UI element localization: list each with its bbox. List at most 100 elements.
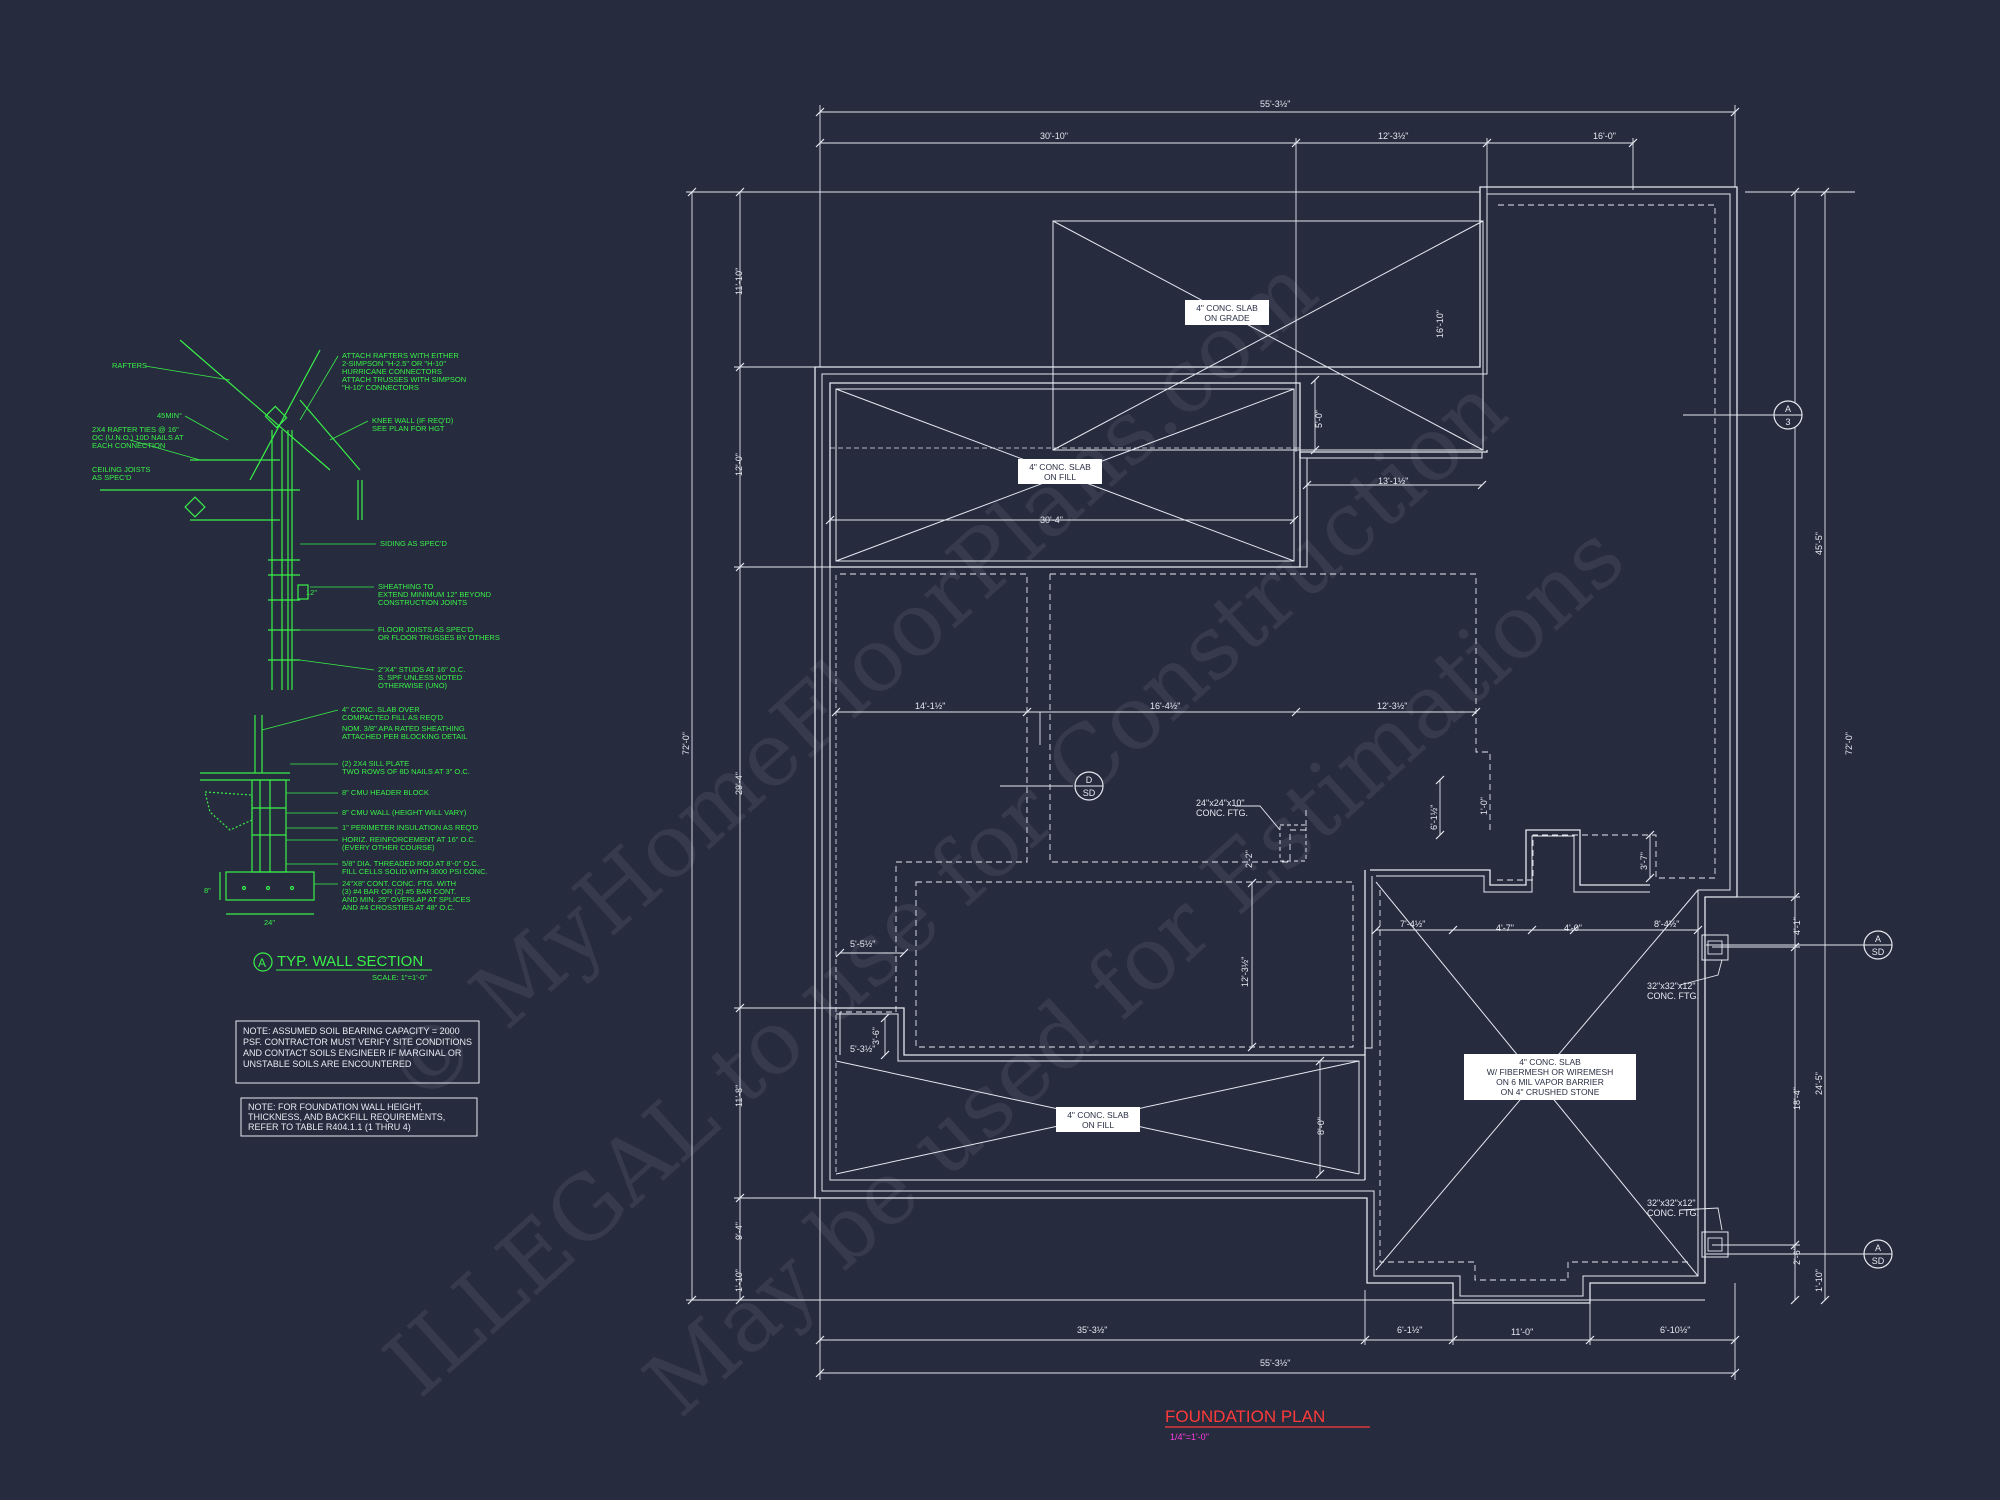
wall-section-notes-left: RAFTERS 45MIN° 2x4 RAFTER TIES @ 16" OC …	[92, 361, 184, 482]
dim-top-3: 16'-0"	[1593, 131, 1616, 141]
wall-section-leaders	[129, 355, 376, 885]
dimension-tick	[1477, 480, 1487, 490]
slab-label-on-fill-upper: 4" CONC. SLAB ON FILL	[1018, 459, 1102, 484]
dimension-ticks	[687, 107, 1830, 1378]
dimension-tick	[1315, 1056, 1325, 1066]
note-17: 4" CONC. SLAB OVER	[342, 705, 420, 714]
dim-top-1: 30'-10"	[1040, 131, 1068, 141]
drawing-title: FOUNDATION PLAN 1/4"=1'-0"	[1165, 1407, 1370, 1442]
dimension-tick	[880, 1050, 890, 1060]
dimension-tick	[1790, 1295, 1800, 1305]
slab-label-on-grade: 4" CONC. SLAB ON GRADE	[1185, 300, 1269, 325]
dimension-tick	[815, 1335, 825, 1345]
dim-int-0: 30'-4"	[1040, 515, 1063, 525]
section-marker-4-top: A	[1875, 1243, 1881, 1253]
note-29: FILL CELLS SOLID WITH 3000 PSI CONC.	[342, 867, 488, 876]
dim-top-2: 12'-3½"	[1378, 131, 1408, 141]
dim-bottom-overall: 55'-3½"	[1260, 1358, 1290, 1368]
dim-left-5: 9'-4"	[734, 1222, 744, 1240]
dimension-tick	[687, 1295, 697, 1305]
section-marker-2-bottom: SD	[1083, 788, 1096, 798]
section-marker-1: A 3	[1773, 400, 1803, 430]
wall-section-title: A TYP. WALL SECTION SCALE: 1"=1'-0"	[253, 952, 432, 982]
dimension-tick	[735, 187, 745, 197]
dim-int-18: 5'-3½"	[850, 1044, 875, 1054]
dimension-tick	[815, 138, 825, 148]
slab-label-4-line-2: w/ FIBERMESH OR WIREMESH	[1487, 1067, 1614, 1077]
section-marker-3-bottom: SD	[1872, 947, 1885, 957]
footing-2-line-1: 32"x32"x12"	[1647, 981, 1696, 991]
note-19: NOM. 3/8" APA RATED SHEATHING	[342, 724, 465, 733]
dim-left-2: 12'-0"	[734, 453, 744, 476]
dimension-tick	[899, 948, 909, 958]
footing-3-line-1: 32"x32"x12"	[1647, 1198, 1696, 1208]
note-rafter-ties-3: EACH CONNECTION	[92, 441, 165, 450]
dimension-tick	[735, 1193, 745, 1203]
note-3: HURRICANE CONNECTORS	[342, 367, 442, 376]
section-marker-2: D SD	[1074, 771, 1104, 801]
foundation-note: NOTE: FOR FOUNDATION WALL HEIGHT, THICKN…	[240, 1097, 478, 1137]
drawing-title-text: FOUNDATION PLAN	[1165, 1407, 1325, 1426]
soil-note-line-2: PSF. CONTRACTOR MUST VERIFY SITE CONDITI…	[243, 1037, 472, 1047]
dim-int-16: 8'-0"	[1316, 1117, 1326, 1135]
dimension-tick	[1435, 830, 1445, 840]
note-9: SHEATHING TO	[378, 582, 434, 591]
dimension-tick	[1291, 138, 1301, 148]
dim-int-10: 12'-3½"	[1240, 957, 1250, 987]
note-30: 24"x8" CONT. CONC. FTG. WITH	[342, 879, 456, 888]
note-14: 2"x4" STUDS AT 16" O.C.	[378, 665, 465, 674]
dim-int-12: 4'-7"	[1496, 923, 1514, 933]
wall-section-notes-right: ATTACH RAFTERS WITH EITHER 2-SIMPSON "H-…	[342, 351, 500, 912]
dimension-tick	[1730, 1335, 1740, 1345]
dimension-tick	[1645, 873, 1655, 883]
note-ceiling-joists-2: AS SPEC'D	[92, 473, 132, 482]
note-pitch: 45MIN°	[157, 411, 182, 420]
watermark-line-2: ILLEGAL to use for Construction	[365, 356, 1525, 1415]
foundation-inner-wall	[821, 193, 1731, 1297]
slab-label-4-line-1: 4" CONC. SLAB	[1519, 1057, 1581, 1067]
slab-label-garage: 4" CONC. SLAB w/ FIBERMESH OR WIREMESH O…	[1464, 1054, 1636, 1100]
dim-int-5: 16'-4½"	[1150, 701, 1180, 711]
dimension-tick	[831, 707, 841, 717]
drawing-scale-text: 1/4"=1'-0"	[1170, 1432, 1209, 1442]
note-20: ATTACHED PER BLOCKING DETAIL	[342, 732, 467, 741]
soil-note-line-3: AND CONTACT SOILS ENGINEER IF MARGINAL O…	[243, 1048, 462, 1058]
dim-int-19: 1'-0"	[1479, 797, 1489, 815]
note-33: AND #4 CROSSTIES AT 48" O.C.	[342, 903, 455, 912]
dim-footing-height: 8"	[204, 886, 211, 895]
dimension-tick	[1730, 107, 1740, 117]
dim-int-3: 5'-0"	[1314, 410, 1324, 428]
dim-top-overall: 55'-3½"	[1260, 99, 1290, 109]
dim-int-1: 13'-1½"	[1378, 476, 1408, 486]
dim-left-4: 11'-8"	[734, 1085, 744, 1107]
dimension-tick	[1315, 1169, 1325, 1179]
note-31: (3) #4 BAR OR (2) #5 BAR CONT.	[342, 887, 456, 896]
slab-label-2-line-2: ON FILL	[1044, 472, 1076, 482]
note-7: SEE PLAN FOR HGT	[372, 424, 445, 433]
dimension-tick	[735, 562, 745, 572]
dimension-tick	[1302, 480, 1312, 490]
note-8: SIDING AS SPEC'D	[380, 539, 447, 548]
dimension-tick	[825, 515, 835, 525]
section-marker-a	[253, 952, 273, 972]
slab-label-on-fill-lower: 4" CONC. SLAB ON FILL	[1056, 1107, 1140, 1132]
section-marker-3: A SD	[1863, 930, 1893, 960]
dimension-tick	[1693, 925, 1703, 935]
wall-section-scale: SCALE: 1"=1'-0"	[372, 973, 427, 982]
dimension-tick	[1448, 1335, 1458, 1345]
dim-right-5: 2'-6"	[1792, 1247, 1802, 1265]
slab-label-3-line-1: 4" CONC. SLAB	[1067, 1110, 1129, 1120]
dimension-tick	[1310, 445, 1320, 455]
dimension-tick	[1360, 1335, 1370, 1345]
slab-labels: 4" CONC. SLAB ON GRADE 4" CONC. SLAB ON …	[1018, 300, 1636, 1132]
note-23: 8" CMU HEADER BLOCK	[342, 788, 429, 797]
dim-right-3: 4'-1"	[1792, 917, 1802, 935]
watermark: © MyHomeFloorPlans.com ILLEGAL to use fo…	[365, 237, 1643, 1436]
dimension-tick	[1310, 375, 1320, 385]
dim-int-7: 6'-1½"	[1429, 805, 1439, 830]
dimension-text: 55'-3½" 30'-10" 12'-3½" 16'-0" 55'-3½" 3…	[681, 99, 1854, 1368]
foundation-note-line-1: NOTE: FOR FOUNDATION WALL HEIGHT,	[248, 1102, 423, 1112]
note-18: COMPACTED FILL AS REQ'D	[342, 713, 444, 722]
note-27: (EVERY OTHER COURSE)	[342, 843, 435, 852]
note-12: FLOOR JOISTS AS SPEC'D	[378, 625, 474, 634]
